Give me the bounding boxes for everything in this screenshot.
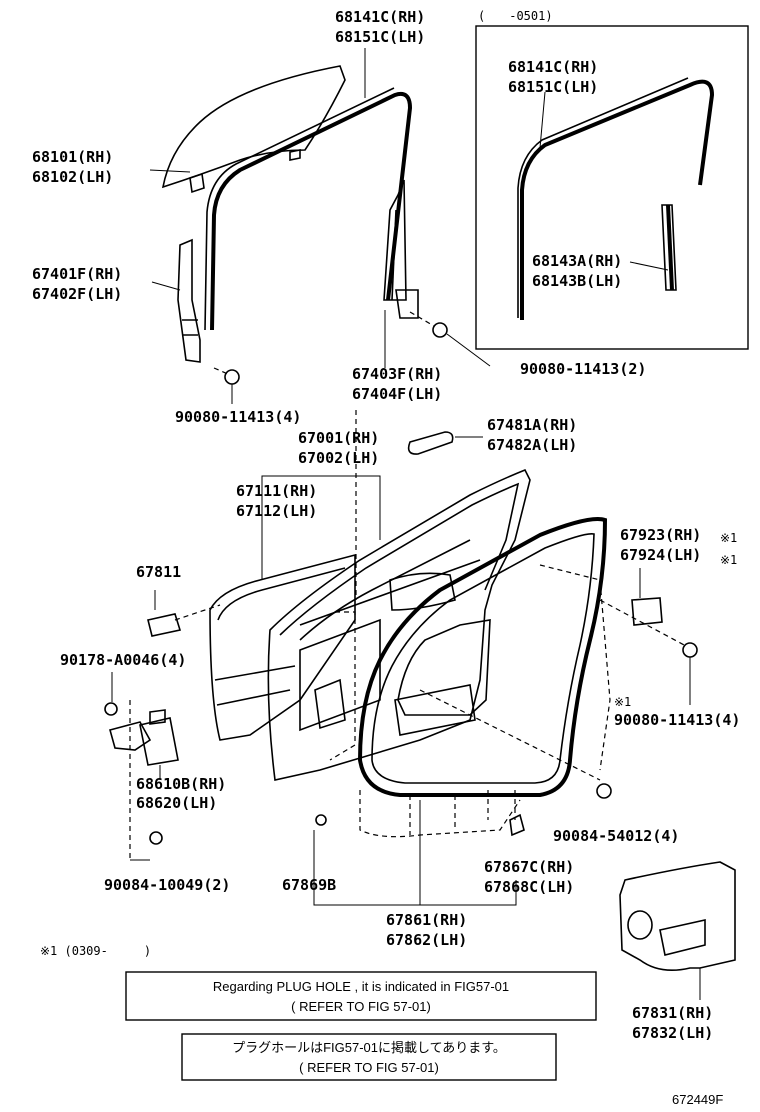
label-68143b-lh: 68143B(LH) xyxy=(532,272,622,290)
note-japanese-line2: ( REFER TO FIG 57-01) xyxy=(299,1060,439,1075)
label-67401f-rh: 67401F(RH) xyxy=(32,265,122,283)
door-glass xyxy=(149,65,346,194)
run-channel xyxy=(204,48,413,331)
rear-channel xyxy=(383,179,419,368)
label-68101-rh: 68101(RH) xyxy=(32,148,113,166)
label-67832-lh: 67832(LH) xyxy=(632,1024,713,1042)
label-68143a-rh: 68143A(RH) xyxy=(532,252,622,270)
star-note-c: ※1 xyxy=(614,695,631,709)
label-90080-11413-4b: 90080-11413(4) xyxy=(614,711,740,729)
note-english-line1: Regarding PLUG HOLE , it is indicated in… xyxy=(213,979,509,994)
label-67924-lh: 67924(LH) xyxy=(620,546,701,564)
label-67001-rh: 67001(RH) xyxy=(298,429,379,447)
label-68151c-lh: 68151C(LH) xyxy=(335,28,425,46)
label-67869b: 67869B xyxy=(282,876,336,894)
label-67868c-lh: 67868C(LH) xyxy=(484,878,574,896)
label-67481a-rh: 67481A(RH) xyxy=(487,416,577,434)
label-68102-lh: 68102(LH) xyxy=(32,168,113,186)
footnote: ※1 (0309- ) xyxy=(40,944,151,958)
door-panel xyxy=(209,468,608,797)
star-note-b: ※1 xyxy=(720,553,737,567)
label-67404f-lh: 67404F(LH) xyxy=(352,385,442,403)
label-67111-rh: 67111(RH) xyxy=(236,482,317,500)
label-90084-10049: 90084-10049(2) xyxy=(104,876,230,894)
plug xyxy=(147,613,182,637)
label-68141c-rh: 68141C(RH) xyxy=(335,8,425,26)
door-handle xyxy=(407,431,483,455)
label-90178-a0046: 90178-A0046(4) xyxy=(60,651,186,669)
note-english-line2: ( REFER TO FIG 57-01) xyxy=(291,999,431,1014)
note-box-english: Regarding PLUG HOLE , it is indicated in… xyxy=(125,971,597,1021)
label-68610b-rh: 68610B(RH) xyxy=(136,775,226,793)
figure-id: 672449F xyxy=(672,1092,723,1107)
label-68620-lh: 68620(LH) xyxy=(136,794,217,812)
label-67862-lh: 67862(LH) xyxy=(386,931,467,949)
label-90080-11413-4a: 90080-11413(4) xyxy=(175,408,301,426)
note-box-japanese: プラグホールはFIG57-01に掲載してあります。 ( REFER TO FIG… xyxy=(181,1033,557,1081)
label-67831-rh: 67831(RH) xyxy=(632,1004,713,1022)
service-hole-cover xyxy=(619,861,736,1000)
label-68151c-lh-inset: 68151C(LH) xyxy=(508,78,598,96)
label-67402f-lh: 67402F(LH) xyxy=(32,285,122,303)
door-hinge xyxy=(109,709,179,780)
inset-box: ( -0501) xyxy=(475,9,749,350)
inset-note: ( -0501) xyxy=(478,9,553,23)
label-90084-54012: 90084-54012(4) xyxy=(553,827,679,845)
bracket xyxy=(631,568,663,626)
label-67811: 67811 xyxy=(136,563,181,581)
bolts xyxy=(104,311,698,845)
label-67482a-lh: 67482A(LH) xyxy=(487,436,577,454)
leader-lines xyxy=(111,475,517,906)
label-67403f-rh: 67403F(RH) xyxy=(352,365,442,383)
label-67867c-rh: 67867C(RH) xyxy=(484,858,574,876)
note-japanese-line1: プラグホールはFIG57-01に掲載してあります。 xyxy=(232,1040,506,1055)
front-channel xyxy=(151,238,201,363)
label-67861-rh: 67861(RH) xyxy=(386,911,467,929)
star-note-a: ※1 xyxy=(720,531,737,545)
label-67112-lh: 67112(LH) xyxy=(236,502,317,520)
label-68141c-rh-inset: 68141C(RH) xyxy=(508,58,598,76)
label-67002-lh: 67002(LH) xyxy=(298,449,379,467)
label-67923-rh: 67923(RH) xyxy=(620,526,701,544)
part-labels: 68141C(RH) 68151C(LH) 68141C(RH) 68151C(… xyxy=(32,8,740,1042)
label-90080-11413-2: 90080-11413(2) xyxy=(520,360,646,378)
